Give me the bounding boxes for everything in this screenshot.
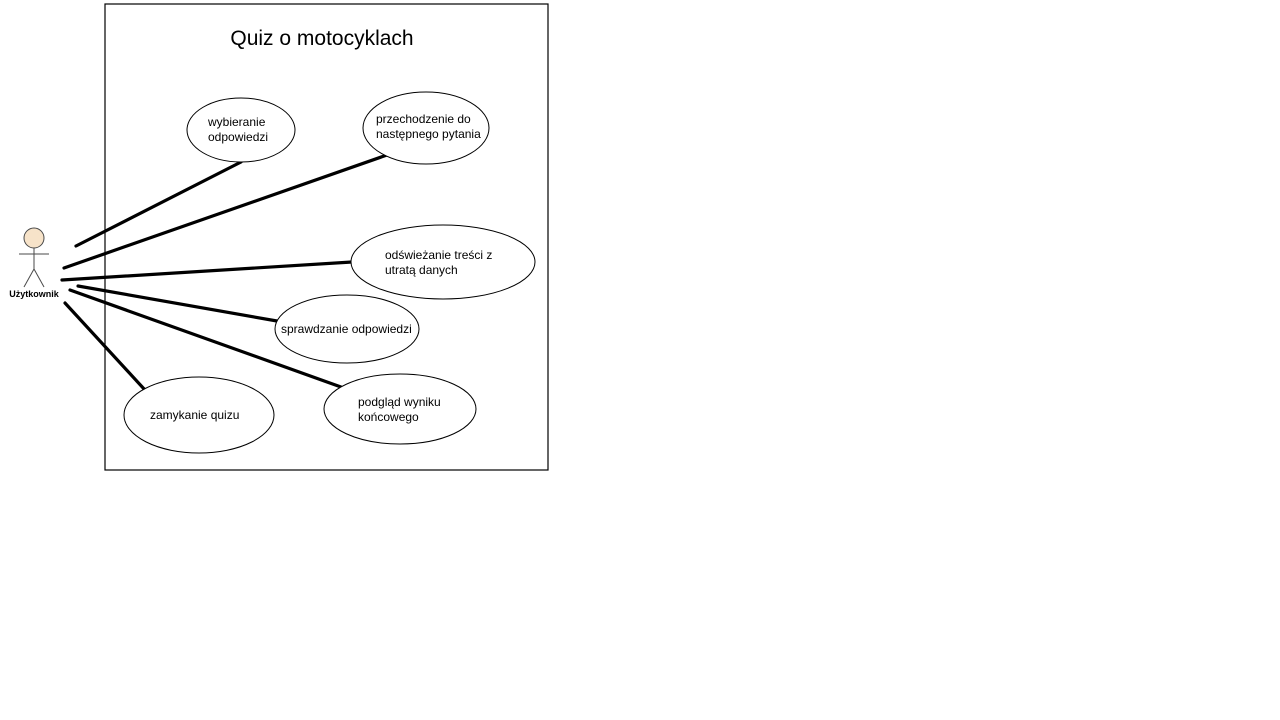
system-title: Quiz o motocyklach xyxy=(230,27,413,50)
association-sprawdzanie xyxy=(76,284,279,323)
association-przechodzenie xyxy=(62,153,389,270)
use-case-ellipse xyxy=(186,97,296,163)
association-zamykanie xyxy=(63,301,147,392)
use-case-label-line: wybieranie xyxy=(207,115,266,129)
use-case-label-line: końcowego xyxy=(358,410,419,424)
use-case-label: wybieranie odpowiedzi xyxy=(207,115,269,144)
use-case-label-line: utratą danych xyxy=(385,263,458,277)
use-case-sprawdzanie[interactable]: sprawdzanie odpowiedzi xyxy=(274,294,420,364)
use-case-ellipse xyxy=(362,91,490,165)
use-case-label-line: następnego pytania xyxy=(376,127,481,141)
use-case-label-line: odświeżanie treści z xyxy=(385,248,492,262)
use-case-label-line: przechodzenie do xyxy=(376,112,471,126)
use-case-label: sprawdzanie odpowiedzi xyxy=(281,322,412,336)
use-case-label: przechodzenie do następnego pytania xyxy=(376,112,481,141)
use-case-ellipse xyxy=(274,294,420,364)
use-case-label-line: podgląd wyniku xyxy=(358,395,441,409)
association-odswiezanie xyxy=(60,260,354,282)
use-case-label-line: odpowiedzi xyxy=(208,130,268,144)
use-case-label: podgląd wyniku końcowego xyxy=(358,395,444,424)
use-case-ellipse xyxy=(323,373,477,445)
actor[interactable]: Użytkownik xyxy=(9,227,60,299)
use-case-label: odświeżanie treści z utratą danych xyxy=(385,248,496,277)
association-wybieranie xyxy=(74,160,243,248)
use-case-ellipse xyxy=(350,224,536,300)
actor-left-leg xyxy=(23,268,35,288)
association-podglad xyxy=(68,288,343,389)
use-case-label-line: sprawdzanie odpowiedzi xyxy=(281,322,412,336)
actor-head xyxy=(23,227,45,249)
associations xyxy=(60,153,389,392)
actor-label: Użytkownik xyxy=(9,289,60,299)
use-case-label-line: zamykanie quizu xyxy=(150,408,239,422)
use-case-przechodzenie[interactable]: przechodzenie do następnego pytania xyxy=(362,91,490,165)
use-case-odswiezanie[interactable]: odświeżanie treści z utratą danych xyxy=(350,224,536,300)
use-case-zamykanie[interactable]: zamykanie quizu xyxy=(123,376,275,454)
use-case-wybieranie[interactable]: wybieranie odpowiedzi xyxy=(186,97,296,163)
use-case-ellipse xyxy=(123,376,275,454)
use-case-label: zamykanie quizu xyxy=(150,408,239,422)
use-case-podglad[interactable]: podgląd wyniku końcowego xyxy=(323,373,477,445)
actor-right-leg xyxy=(33,268,45,288)
